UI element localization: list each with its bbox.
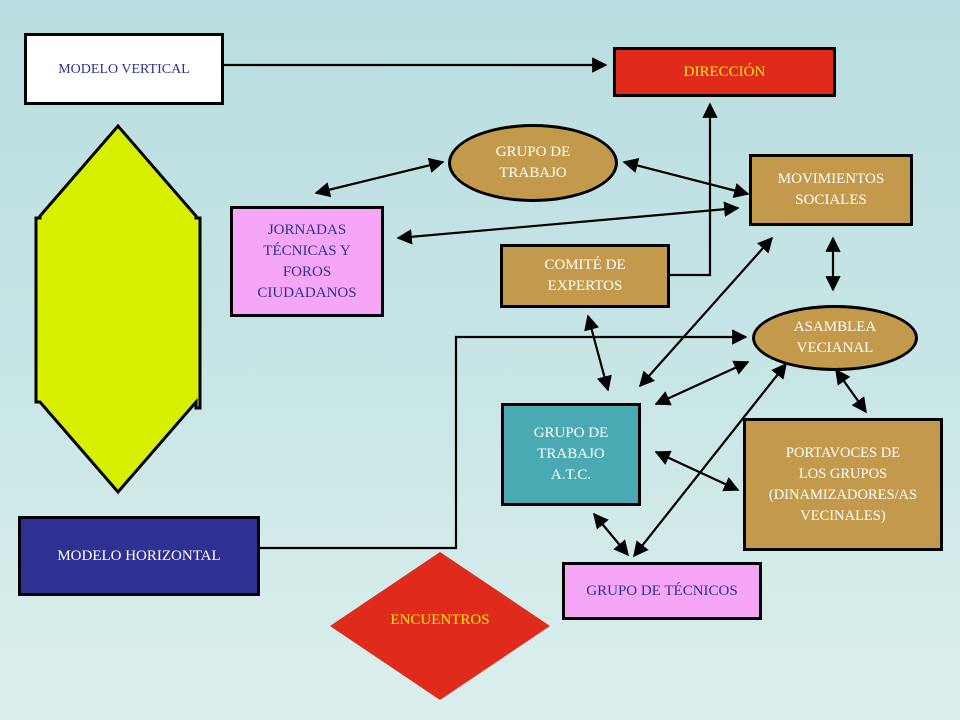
grupo-atc-box: GRUPO DE TRABAJO A.T.C. — [501, 403, 641, 506]
arrow-atc-portavoces — [654, 450, 740, 492]
jornadas-box: JORNADAS TÉCNICAS Y FOROS CIUDADANOS — [230, 206, 384, 317]
arrow-asamblea-portavoces — [835, 368, 867, 414]
grupo-atc-label: GRUPO DE TRABAJO A.T.C. — [533, 425, 609, 483]
arrow-atc-tecnicos — [593, 512, 629, 557]
modelo-horizontal-label: MODELO HORIZONTAL — [57, 547, 221, 564]
encuentros-label: ENCUENTROS — [390, 612, 490, 628]
modelo-horizontal-box: MODELO HORIZONTAL — [18, 516, 260, 596]
direccion-label: DIRECCIÓN — [683, 63, 766, 80]
arrow-comite-atc — [584, 314, 612, 392]
encuentros-diamond — [330, 552, 550, 700]
comite-expertos-box: COMITÉ DE EXPERTOS — [500, 244, 670, 308]
direccion-box: DIRECCIÓN — [613, 47, 836, 97]
modelo-vertical-label: MODELO VERTICAL — [58, 61, 190, 77]
asamblea-vecinal-label: ASAMBLEA VECIANAL — [793, 319, 877, 356]
vertical-double-arrow — [34, 123, 202, 495]
grupo-tecnicos-label: GRUPO DE TÉCNICOS — [586, 582, 738, 599]
movimientos-sociales-label: MOVIMIENTOS SOCIALES — [777, 171, 885, 208]
grupo-trabajo-label: GRUPO DE TRABAJO — [495, 144, 571, 181]
portavoces-label: PORTAVOCES DE LOS GRUPOS (DINAMIZADORES/… — [768, 444, 918, 524]
grupo-trabajo-ellipse: GRUPO DE TRABAJO — [448, 124, 618, 202]
portavoces-box: PORTAVOCES DE LOS GRUPOS (DINAMIZADORES/… — [743, 418, 943, 551]
arrow-grupo-jornadas — [314, 157, 445, 198]
grupo-tecnicos-box: GRUPO DE TÉCNICOS — [562, 562, 762, 620]
arrow-jornadas-movimientos — [396, 201, 740, 245]
asamblea-vecinal-ellipse: ASAMBLEA VECIANAL — [752, 305, 918, 371]
jornadas-label: JORNADAS TÉCNICAS Y FOROS CIUDADANOS — [257, 221, 357, 301]
comite-expertos-label: COMITÉ DE EXPERTOS — [544, 257, 626, 294]
arrow-horizontal-to-asamblea — [260, 329, 748, 550]
movimientos-sociales-box: MOVIMIENTOS SOCIALES — [749, 154, 913, 226]
arrow-asamblea-atc — [654, 360, 750, 406]
arrow-grupo-movimientos — [622, 158, 750, 198]
modelo-vertical-box: MODELO VERTICAL — [24, 33, 224, 105]
arrow-comite-to-direccion — [668, 102, 718, 277]
